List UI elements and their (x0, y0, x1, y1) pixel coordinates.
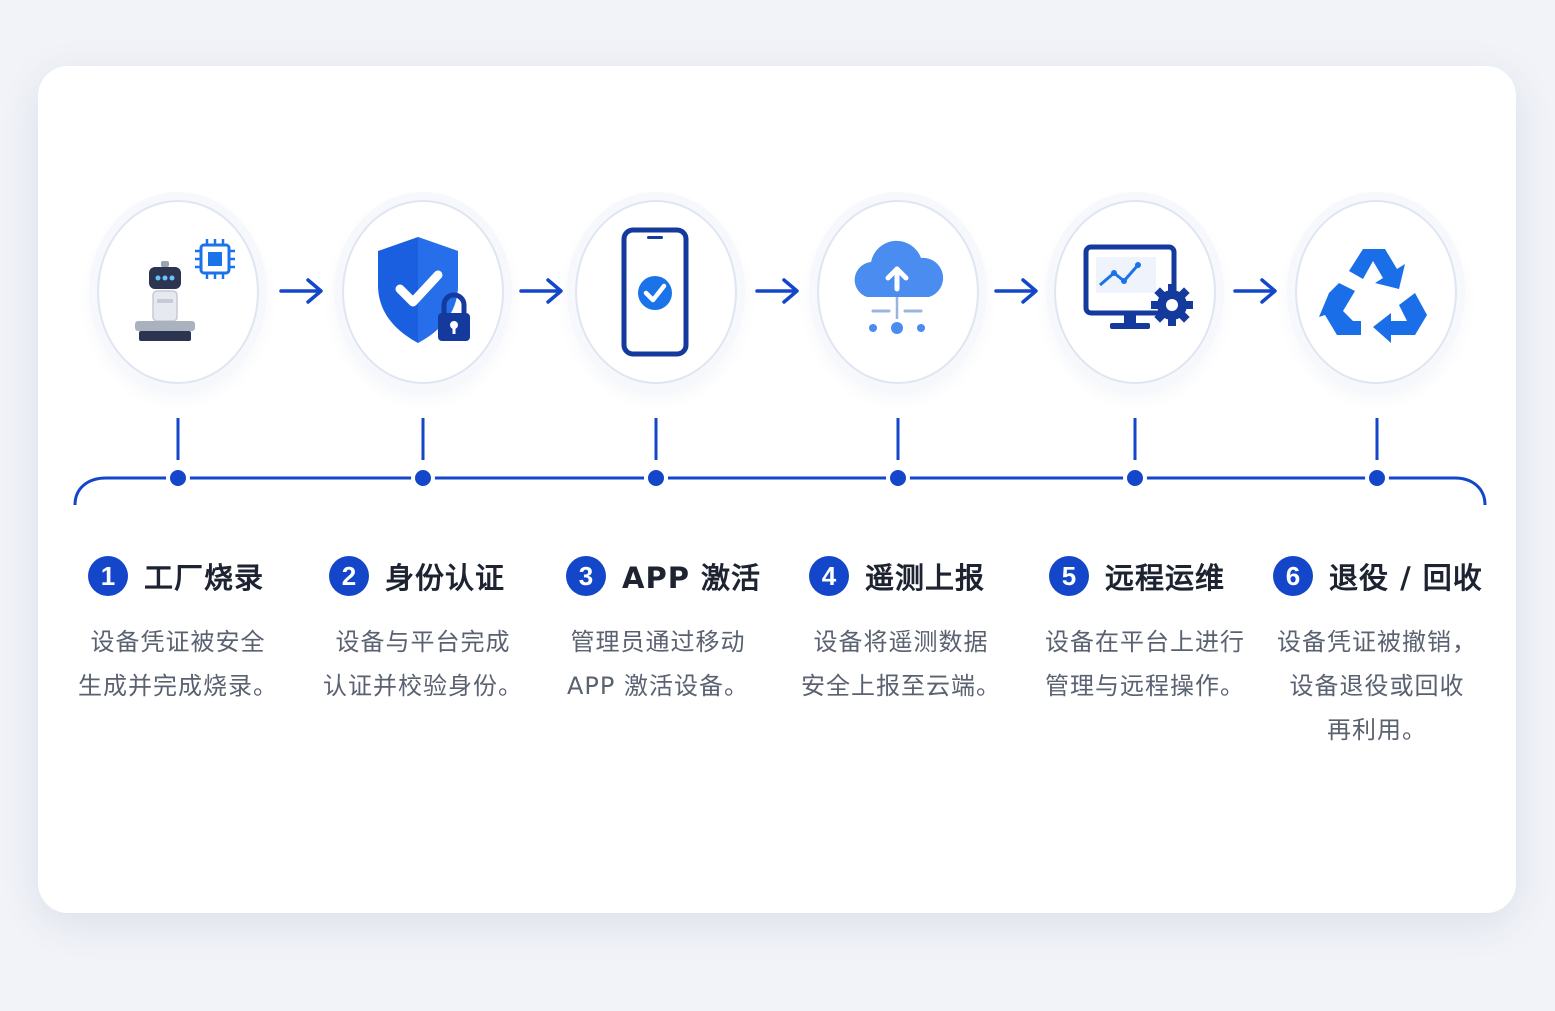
recycle-icon (1319, 249, 1427, 343)
step-number-badge: 2 (329, 556, 369, 596)
description-line: 设备将遥测数据 (813, 628, 989, 656)
shield-lock-icon (378, 237, 470, 343)
arrow-right-icon (1233, 278, 1277, 304)
step-number-badge: 3 (566, 556, 606, 596)
step-title-text: 工厂烧录 (144, 561, 265, 595)
description-line: 生成并完成烧录。 (78, 672, 278, 700)
step-title-text: 遥测上报 (865, 561, 986, 595)
step-2-icon-circle (342, 200, 504, 384)
lifecycle-card (38, 66, 1516, 913)
step-6-title: 6 退役 / 回收 (1273, 550, 1483, 602)
description-line: 安全上报至云端。 (801, 672, 1001, 700)
step-6-icon-circle (1295, 200, 1457, 384)
step-2-title: 2 身份认证 (329, 550, 505, 602)
description-line: 设备凭证被安全 (90, 628, 266, 656)
monitor-gear-icon (1083, 244, 1193, 329)
step-number-badge: 4 (809, 556, 849, 596)
description-line: 认证并校验身份。 (323, 672, 523, 700)
cloud-upload-icon (854, 240, 944, 334)
step-5-description: 设备在平台上进行 管理与远程操作。 (1040, 620, 1250, 708)
step-4-icon-circle (817, 200, 979, 384)
description-line: 管理与远程操作。 (1045, 672, 1245, 700)
step-5-icon-circle (1054, 200, 1216, 384)
step-5-title: 5 远程运维 (1049, 550, 1225, 602)
step-3-description: 管理员通过移动 APP 激活设备。 (553, 620, 763, 708)
step-2-description: 设备与平台完成 认证并校验身份。 (318, 620, 528, 708)
step-title-text: 退役 / 回收 (1329, 561, 1483, 595)
step-title-text: 远程运维 (1105, 561, 1226, 595)
description-line: 设备与平台完成 (335, 628, 511, 656)
step-number-badge: 5 (1049, 556, 1089, 596)
description-line: 设备在平台上进行 (1045, 628, 1245, 656)
step-3-icon-circle (575, 200, 737, 384)
step-6-description: 设备凭证被撤销， 设备退役或回收 再利用。 (1272, 620, 1482, 752)
arrow-right-icon (755, 278, 799, 304)
description-line: 设备退役或回收 (1289, 672, 1465, 700)
step-4-title: 4 遥测上报 (809, 550, 985, 602)
phone-check-icon (621, 227, 689, 357)
step-title-text: APP 激活 (622, 561, 762, 595)
robot-chip-icon (135, 239, 235, 341)
description-line: 再利用。 (1327, 716, 1427, 744)
arrow-right-icon (519, 278, 563, 304)
description-line: APP 激活设备。 (567, 672, 749, 700)
step-title-text: 身份认证 (385, 561, 506, 595)
description-line: 设备凭证被撤销， (1277, 628, 1477, 656)
arrow-right-icon (279, 278, 323, 304)
step-1-icon-circle (97, 200, 259, 384)
step-number-badge: 6 (1273, 556, 1313, 596)
step-3-title: 3 APP 激活 (566, 550, 761, 602)
step-1-title: 1 工厂烧录 (88, 550, 264, 602)
step-4-description: 设备将遥测数据 安全上报至云端。 (796, 620, 1006, 708)
step-number-badge: 1 (88, 556, 128, 596)
description-line: 管理员通过移动 (570, 628, 746, 656)
step-1-description: 设备凭证被安全 生成并完成烧录。 (73, 620, 283, 708)
arrow-right-icon (994, 278, 1038, 304)
